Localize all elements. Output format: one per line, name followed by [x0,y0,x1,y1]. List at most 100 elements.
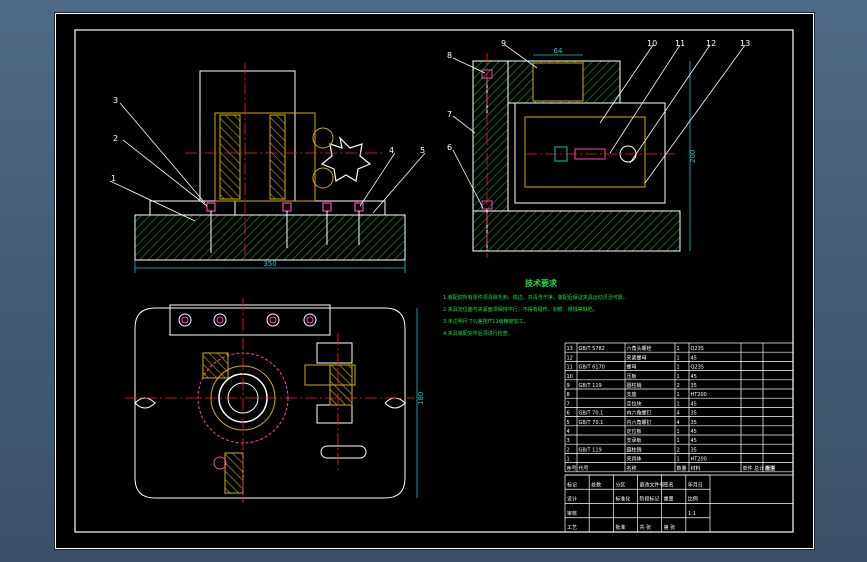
bom-cell-material: HT200 [691,392,707,398]
bom-cell-qty: 1 [677,365,680,371]
bom-cell-qty: 1 [677,392,680,398]
bom-header-code: 代号 [579,465,589,472]
dim-side-height: 200 [689,150,697,163]
balloon-side-8: 8 [447,51,452,60]
bom-header-no: 序号 [567,465,577,472]
bom-cell-no: 6 [567,411,570,417]
bom-cell-name: 圆柱销 [627,446,642,453]
titleblock-cell: 更改文件号 [640,481,665,488]
inner-frame [74,29,794,533]
tech-requirements: 技术要求 1.装配前所有零件须清除毛刺、锐边、并清洗干净，装配后保证夹具运动灵活… [443,278,628,337]
bom-header-qty: 数量 [677,465,687,472]
bom-cell-material: 45 [691,374,697,380]
tech-line-4: 4.夹具装配完毕后须进行检查。 [443,330,513,337]
balloon-side-6: 6 [447,143,452,152]
tech-line-1: 1.装配前所有零件须清除毛刺、锐边、并清洗干净，装配后保证夹具运动灵活可靠。 [443,294,628,301]
balloon-front-5: 5 [420,146,425,155]
balloon-side-12: 12 [706,39,716,48]
bom-header-name: 名称 [627,465,637,472]
bom-cell-name: 压板 [627,373,637,380]
bom-cell-code: GB/T 70.1 [579,411,604,417]
titleblock-cell: 重量 [664,496,674,503]
bom-cell-name: 圆柱销 [627,382,642,389]
bom-cell-qty: 2 [677,383,680,389]
side-balloons: 8 9 10 11 12 13 7 6 [447,39,750,152]
bom-cell-qty: 1 [677,401,680,407]
bom-cell-name: 定位块 [627,400,642,407]
bom-cell-code: GB/T 119 [579,383,602,389]
bom-cell-material: 45 [691,429,697,435]
bom-cell-name: 夹具体 [627,456,642,463]
titleblock-cell: 处数 [591,481,601,488]
bom-cell-no: 9 [567,383,570,389]
bom-cell-code: GB/T 70.1 [579,420,604,426]
bom-cell-no: 1 [567,457,570,463]
balloon-side-13: 13 [740,39,750,48]
bom-cell-name: 六角头螺栓 [627,345,652,352]
bom-cell-material: Q235 [691,346,704,352]
bom-cell-no: 10 [567,374,573,380]
bom-cell-code: GB/T 5782 [579,346,605,352]
bom-cell-qty: 1 [677,374,680,380]
drawing-sheet: 350 3 2 1 4 5 64 [54,12,815,550]
balloon-front-4: 4 [389,146,394,155]
balloon-side-9: 9 [501,39,506,48]
balloon-front-3: 3 [113,96,118,105]
titleblock-cell: 1:1 [688,511,696,517]
bom-header-note: 备注 [765,465,775,472]
front-balloons: 3 2 1 4 5 [111,96,425,183]
balloon-front-2: 2 [113,134,118,143]
titleblock-cell: 标记 [567,481,577,488]
bom-cell-name: 夹紧螺母 [627,354,647,361]
balloon-side-11: 11 [675,39,685,48]
tech-line-3: 3.未注明尺寸公差按IT12级精度加工。 [443,318,529,325]
bom-cell-material: Q235 [691,365,704,371]
bom-cell-qty: 1 [677,346,680,352]
bom-cell-material: 45 [691,355,697,361]
bom-cell-no: 3 [567,438,570,444]
titleblock-cell: 工艺 [567,525,577,531]
titleblock-cell: 分区 [615,481,625,488]
bom-cell-qty: 2 [677,447,680,453]
titleblock-cell: 比例 [688,496,698,503]
cad-drawing: 350 3 2 1 4 5 64 [55,13,814,549]
titleblock-cell: 签名 [664,481,674,488]
bom-cell-no: 8 [567,392,570,398]
dim-plan-height: 180 [417,392,425,405]
titleblock-cell: 审核 [567,510,577,517]
titleblock-cell: 共 张 [640,524,652,531]
bom-cell-no: 5 [567,420,570,426]
plan-view: 180 [125,298,425,503]
titleblock-cell: 年月日 [688,481,703,488]
bom-cell-no: 13 [567,346,573,352]
bom-cell-no: 12 [567,355,573,361]
bom-cell-material: HT200 [691,457,707,463]
titleblock-cell: 批准 [615,524,625,531]
title-block: 标记 处数 分区 更改文件号签名 年月日设计 标准化 阶段标记重量 比例审核 1:1 工艺 批准 共 … [564,474,794,533]
titleblock-cell: 标准化 [615,496,630,503]
sheet-border [55,13,814,549]
side-view: 64 200 [452,44,746,258]
titleblock-cell: 阶段标记 [640,496,660,503]
bom-cell-no: 11 [567,365,573,371]
tech-line-2: 2.夹具定位面与夹紧面须保持平行，不得有碰伤、划痕、锈蚀等缺陷。 [443,306,598,313]
tech-title: 技术要求 [525,278,558,288]
bom-cell-name: 定位板 [627,428,642,435]
bom-cell-qty: 4 [677,420,680,426]
bom-cell-qty: 1 [677,355,680,361]
bom-cell-material: 45 [691,438,697,444]
bom-cell-material: 35 [691,411,697,417]
bom-cell-name: 支座 [627,391,637,398]
bom-cell-no: 4 [567,429,570,435]
front-view: 350 [109,63,426,273]
bom-cell-material: 35 [691,447,697,453]
balloon-front-1: 1 [111,174,116,183]
titleblock-cell: 设计 [567,496,577,503]
bom-cell-no: 2 [567,447,570,453]
star-knob [312,127,372,189]
bom-cell-no: 7 [567,401,570,407]
titleblock-cell: 第 张 [664,524,676,531]
bom-header-weight: 单件 总计 重量 [743,465,776,472]
bom-cell-qty: 1 [677,438,680,444]
bom-cell-name: 螺母 [627,364,637,371]
